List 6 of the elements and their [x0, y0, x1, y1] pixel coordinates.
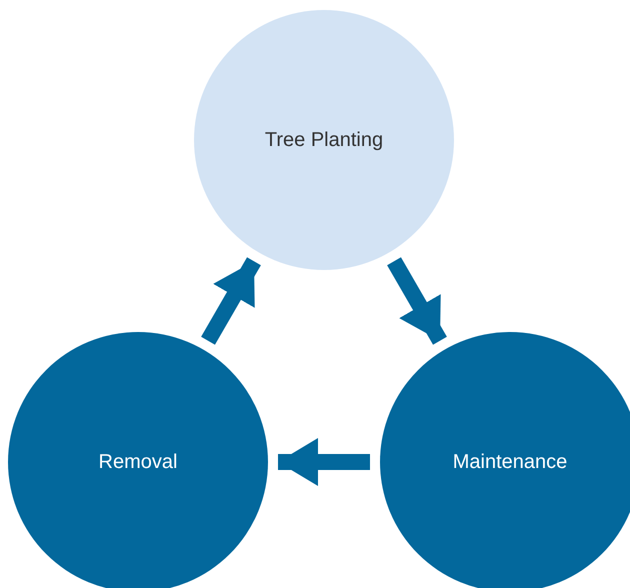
node-label: Tree Planting [264, 128, 384, 153]
node-label: Removal [98, 450, 178, 475]
node-label: Maintenance [452, 450, 568, 475]
arrow [278, 438, 370, 486]
arrow [387, 257, 447, 345]
arrow [201, 257, 261, 345]
